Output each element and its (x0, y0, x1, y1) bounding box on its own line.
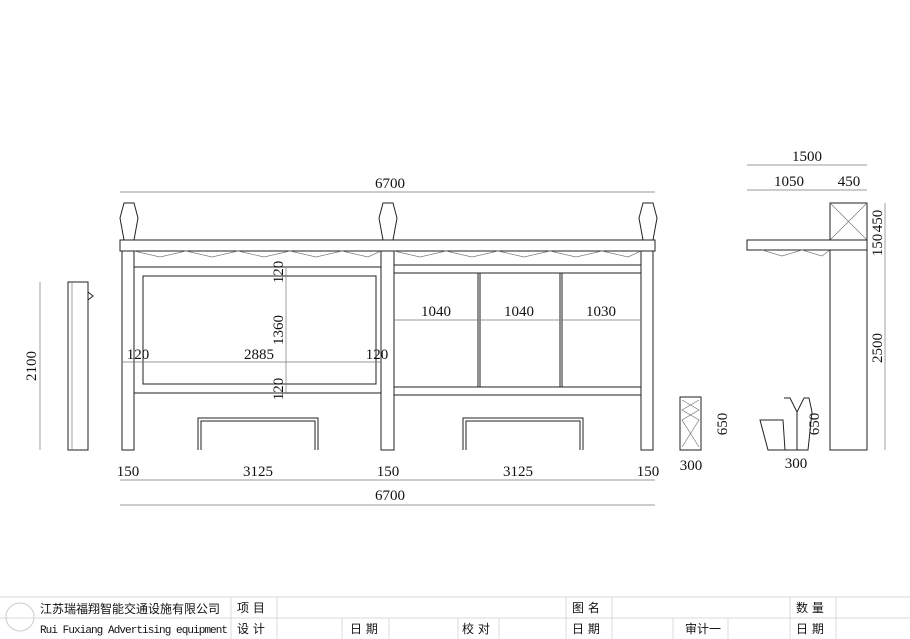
dim-right-finial: 450 (870, 210, 886, 233)
drawing-line (759, 397, 813, 451)
dim-panel: 2885 (244, 347, 274, 363)
dim-door: 1030 (586, 304, 616, 320)
bin-front (679, 396, 702, 451)
dim-left-height: 2100 (24, 351, 40, 381)
dim-panel: 120 (271, 261, 287, 284)
dim-door: 1040 (504, 304, 534, 320)
quantity-label: 数 量 (796, 600, 824, 615)
dim-bin-side-height: 650 (807, 413, 823, 436)
company-name-en: Rui Fuxiang Advertising equipment (40, 625, 228, 637)
dim-panel: 120 (127, 347, 150, 363)
bin-side (759, 397, 813, 451)
dim-bin-side-width: 300 (785, 456, 808, 472)
date-label: 日 期 (572, 622, 600, 636)
dim-overall-bottom: 6700 (375, 488, 405, 504)
checker-label: 校 对 (462, 621, 490, 636)
dim-right-post: 450 (838, 174, 861, 190)
bench-left (197, 417, 319, 450)
post-left (121, 250, 135, 451)
side-view-left (39, 281, 94, 451)
dim-overall-top: 6700 (375, 176, 405, 192)
drawing-line (638, 202, 658, 241)
drawing-line (67, 281, 89, 451)
drawing-line (0, 596, 910, 639)
ad-panel (142, 275, 377, 385)
front-view (119, 191, 658, 506)
drawing-line (829, 249, 868, 451)
dim-panel: 120 (271, 378, 287, 401)
dim-right-post-height: 2500 (870, 333, 886, 363)
finials (119, 202, 658, 241)
drawing-line (119, 202, 139, 241)
company-name-cn: 江苏瑞福翔智能交通设施有限公司 (40, 601, 220, 616)
reviewer-label: 审计一 (685, 621, 721, 636)
drawing-line (681, 399, 700, 448)
company-logo (5, 602, 35, 632)
side-view-right (746, 164, 886, 451)
date-label: 日 期 (350, 622, 378, 636)
post-middle (380, 250, 395, 451)
drawing-name-label: 图 名 (572, 600, 600, 615)
dim-bottom: 3125 (243, 464, 273, 480)
dim-bottom: 150 (377, 464, 400, 480)
drawing-line (746, 239, 868, 251)
bench-right (462, 417, 584, 450)
dim-bottom: 150 (117, 464, 140, 480)
title-block (0, 596, 910, 639)
dim-door: 1040 (421, 304, 451, 320)
drawing-line (378, 202, 398, 241)
drawing-line (761, 249, 831, 257)
dim-panel: 1360 (271, 315, 287, 345)
dim-panel: 120 (366, 347, 389, 363)
dim-bottom: 3125 (503, 464, 533, 480)
drawing-line (829, 202, 868, 241)
drawing-line (679, 396, 702, 451)
dim-bottom: 150 (637, 464, 660, 480)
dim-right-roof: 1050 (774, 174, 804, 190)
roof-beam (119, 239, 656, 252)
dim-right-roof-thickness: 150 (870, 234, 886, 257)
project-label: 项 目 (237, 601, 265, 615)
dim-bin-front-width: 300 (680, 458, 703, 474)
drawing-line (87, 291, 94, 301)
dim-bin-front-height: 650 (715, 413, 731, 436)
designer-label: 设 计 (237, 622, 265, 636)
dim-right-total: 1500 (792, 149, 822, 165)
post-right (640, 250, 654, 451)
date-label: 日 期 (796, 622, 824, 636)
roof-zigzag (133, 250, 642, 258)
